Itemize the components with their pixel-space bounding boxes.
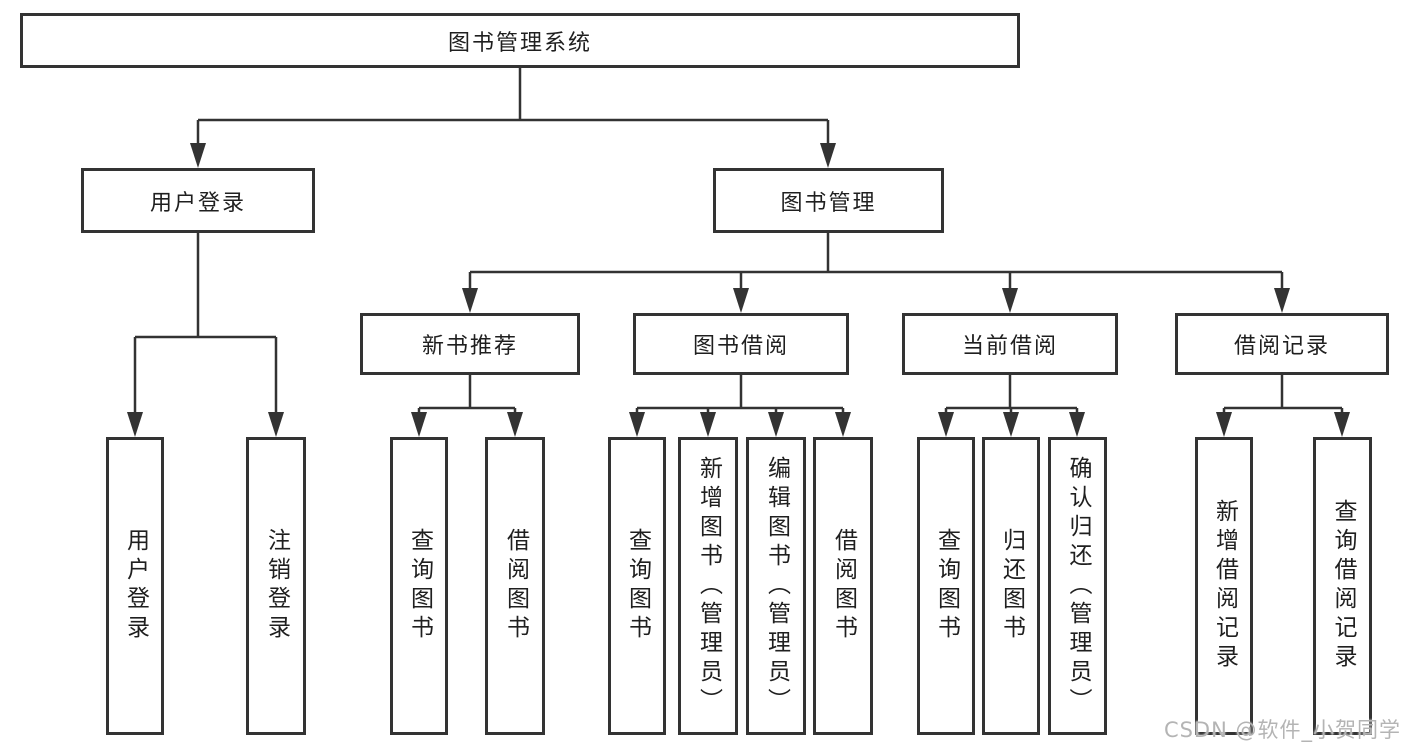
leaf-borrow-query-books-label: 查询图书 [624, 528, 651, 644]
leaf-borrow-query-books: 查询图书 [608, 437, 666, 735]
node-new-book-recommend-label: 新书推荐 [421, 334, 518, 359]
leaf-logout-label: 注销登录 [263, 528, 290, 644]
leaf-records-add-record-label: 新增借阅记录 [1211, 499, 1238, 673]
leaf-borrow-borrow-books: 借阅图书 [813, 437, 873, 735]
watermark: CSDN @软件_小贺同学 [1163, 718, 1401, 742]
node-book-borrow: 图书借阅 [633, 313, 849, 375]
node-book-management: 图书管理 [713, 168, 944, 233]
node-book-management-label: 图书管理 [780, 190, 877, 216]
node-library-management-system-label: 图书管理系统 [447, 30, 592, 56]
leaf-user-login-label: 用户登录 [122, 528, 149, 644]
node-borrow-records: 借阅记录 [1175, 313, 1389, 375]
node-library-management-system: 图书管理系统 [20, 13, 1020, 68]
leaf-newrec-borrow-books-label: 借阅图书 [502, 528, 529, 644]
leaf-current-confirm-return-admin: 确认归还（管理员） [1048, 437, 1107, 735]
leaf-logout: 注销登录 [246, 437, 306, 735]
leaf-current-return-books-label: 归还图书 [998, 528, 1025, 644]
leaf-records-add-record: 新增借阅记录 [1195, 437, 1253, 735]
leaf-borrow-edit-books-admin: 编辑图书（管理员） [746, 437, 806, 735]
leaf-current-query-books: 查询图书 [917, 437, 975, 735]
leaf-current-return-books: 归还图书 [982, 437, 1040, 735]
leaf-records-query-record-label: 查询借阅记录 [1330, 499, 1356, 673]
node-current-borrow-label: 当前借阅 [961, 334, 1058, 359]
node-new-book-recommend: 新书推荐 [360, 313, 580, 375]
node-current-borrow: 当前借阅 [902, 313, 1118, 375]
leaf-borrow-edit-books-admin-label: 编辑图书（管理员） [763, 455, 790, 717]
node-borrow-records-label: 借阅记录 [1233, 334, 1330, 359]
leaf-borrow-add-books-admin-label: 新增图书（管理员） [695, 455, 722, 717]
leaf-current-confirm-return-admin-label: 确认归还（管理员） [1065, 455, 1091, 717]
node-book-borrow-label: 图书借阅 [692, 334, 789, 359]
leaf-current-query-books-label: 查询图书 [933, 528, 960, 644]
leaf-newrec-query-books-label: 查询图书 [406, 528, 433, 644]
leaf-records-query-record: 查询借阅记录 [1313, 437, 1372, 735]
node-user-login: 用户登录 [81, 168, 315, 233]
node-user-login-label: 用户登录 [149, 190, 246, 216]
leaf-borrow-borrow-books-label: 借阅图书 [830, 528, 857, 644]
leaf-borrow-add-books-admin: 新增图书（管理员） [678, 437, 738, 735]
leaf-user-login: 用户登录 [106, 437, 164, 735]
leaf-newrec-query-books: 查询图书 [390, 437, 448, 735]
leaf-newrec-borrow-books: 借阅图书 [485, 437, 545, 735]
